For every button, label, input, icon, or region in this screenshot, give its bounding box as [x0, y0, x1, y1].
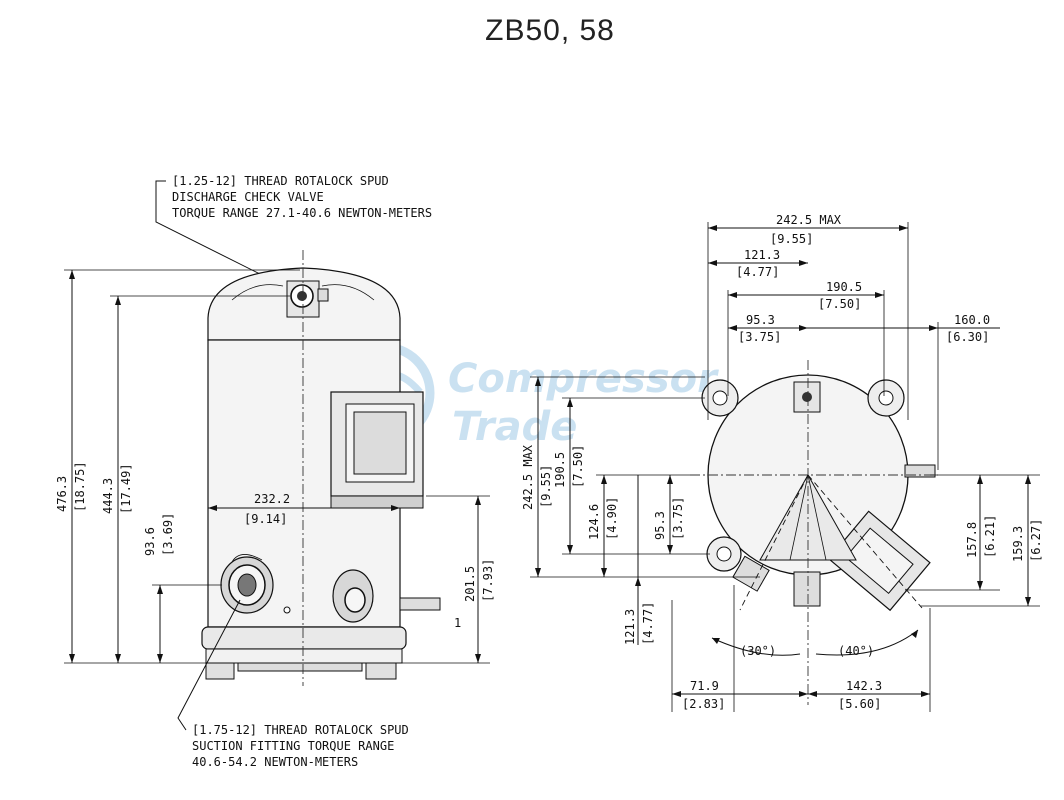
dim-overall-width-mm: 242.5 MAX — [776, 213, 842, 227]
mount-lug-tl — [701, 379, 739, 417]
dim-width-in: [9.14] — [244, 512, 287, 526]
angle-left-arc — [711, 637, 801, 656]
watermark-line1: Compressor — [448, 356, 719, 402]
dim-base-height-in: [7.93] — [481, 559, 495, 602]
dim-height-total-mm: 476.3 — [55, 476, 69, 512]
callout-1: 1 — [454, 616, 461, 630]
dim-width-mm: 232.2 — [254, 492, 290, 506]
dim-v-mount-half-mm: 95.3 — [653, 511, 667, 540]
dim-v-124-in: [4.90] — [605, 497, 619, 540]
dim-v-mount-in: [7.50] — [571, 445, 585, 488]
suction-note: [1.75-12] THREAD ROTALOCK SPUD SUCTION F… — [177, 599, 409, 769]
dim-v-mount-half-in: [3.75] — [671, 497, 685, 540]
dim-mount-spacing-mm: 190.5 — [826, 280, 862, 294]
dim-half-width-in: [4.77] — [736, 265, 779, 279]
suction-note-line2: SUCTION FITTING TORQUE RANGE — [192, 739, 394, 753]
top-side-fitting — [904, 464, 936, 478]
dim-base-height-mm: 201.5 — [463, 566, 477, 602]
dim-r-159-mm: 159.3 — [1011, 526, 1025, 562]
process-fitting — [332, 569, 374, 623]
discharge-note-line3: TORQUE RANGE 27.1-40.6 NEWTON-METERS — [172, 206, 432, 220]
drawing-title: ZB50, 58 — [485, 14, 615, 47]
angle-right-arc — [815, 629, 919, 656]
top-bottom-fitting — [793, 571, 821, 607]
discharge-note-line2: DISCHARGE CHECK VALVE — [172, 190, 324, 204]
dim-overall-width-in: [9.55] — [770, 232, 813, 246]
dim-suction-height-mm: 93.6 — [143, 527, 157, 556]
dim-v-124-mm: 124.6 — [587, 504, 601, 540]
discharge-leader — [155, 180, 293, 291]
dim-r-159-in: [6.27] — [1029, 519, 1043, 562]
dim-r-157-mm: 157.8 — [965, 522, 979, 558]
dim-v-half-in: [4.77] — [641, 602, 655, 645]
top-terminal-box — [827, 510, 931, 612]
suction-note-line3: 40.6-54.2 NEWTON-METERS — [192, 755, 358, 769]
side-view: 476.3 [18.75] 444.3 [17.49] 93.6 [3.69] … — [55, 250, 495, 686]
dim-suction-height-in: [3.69] — [161, 513, 175, 556]
dim-height-shell-in: [17.49] — [119, 463, 133, 514]
dim-mount-half-in: [3.75] — [738, 330, 781, 344]
dim-v-mount-mm: 190.5 — [553, 452, 567, 488]
dim-mount-spacing-in: [7.50] — [818, 297, 861, 311]
dim-v-overall-in: [9.55] — [539, 465, 553, 508]
suction-leader — [177, 599, 241, 731]
angle-right: (40°) — [838, 644, 874, 658]
mount-lug-tr — [867, 379, 905, 417]
dim-side-fitting-mm: 160.0 — [954, 313, 990, 327]
suction-note-line1: [1.75-12] THREAD ROTALOCK SPUD — [192, 723, 409, 737]
top-view: 242.5 MAX [9.55] 121.3 [4.77] 190.5 [7.5… — [521, 213, 1043, 712]
suction-fitting — [220, 554, 274, 614]
discharge-note: [1.25-12] THREAD ROTALOCK SPUD DISCHARGE… — [155, 174, 432, 291]
watermark-line2: Trade — [452, 404, 577, 450]
dim-bottom-left-mm: 71.9 — [690, 679, 719, 693]
dim-bottom-right-mm: 142.3 — [846, 679, 882, 693]
dim-side-fitting-in: [6.30] — [946, 330, 989, 344]
base-plate — [201, 626, 407, 650]
dim-mount-half-mm: 95.3 — [746, 313, 775, 327]
discharge-note-line1: [1.25-12] THREAD ROTALOCK SPUD — [172, 174, 389, 188]
dim-height-total-in: [18.75] — [73, 461, 87, 512]
dim-v-half-mm: 121.3 — [623, 609, 637, 645]
top-suction-fitting — [732, 555, 770, 592]
dim-v-overall-mm: 242.5 MAX — [521, 444, 535, 510]
dim-bottom-right-in: [5.60] — [838, 697, 881, 711]
dim-bottom-left-in: [2.83] — [682, 697, 725, 711]
dim-height-shell-mm: 444.3 — [101, 478, 115, 514]
side-fitting — [399, 597, 441, 611]
angle-left: (30°) — [740, 644, 776, 658]
mount-lug-bl — [706, 536, 742, 572]
dim-r-157-in: [6.21] — [983, 515, 997, 558]
dim-half-width-mm: 121.3 — [744, 248, 780, 262]
